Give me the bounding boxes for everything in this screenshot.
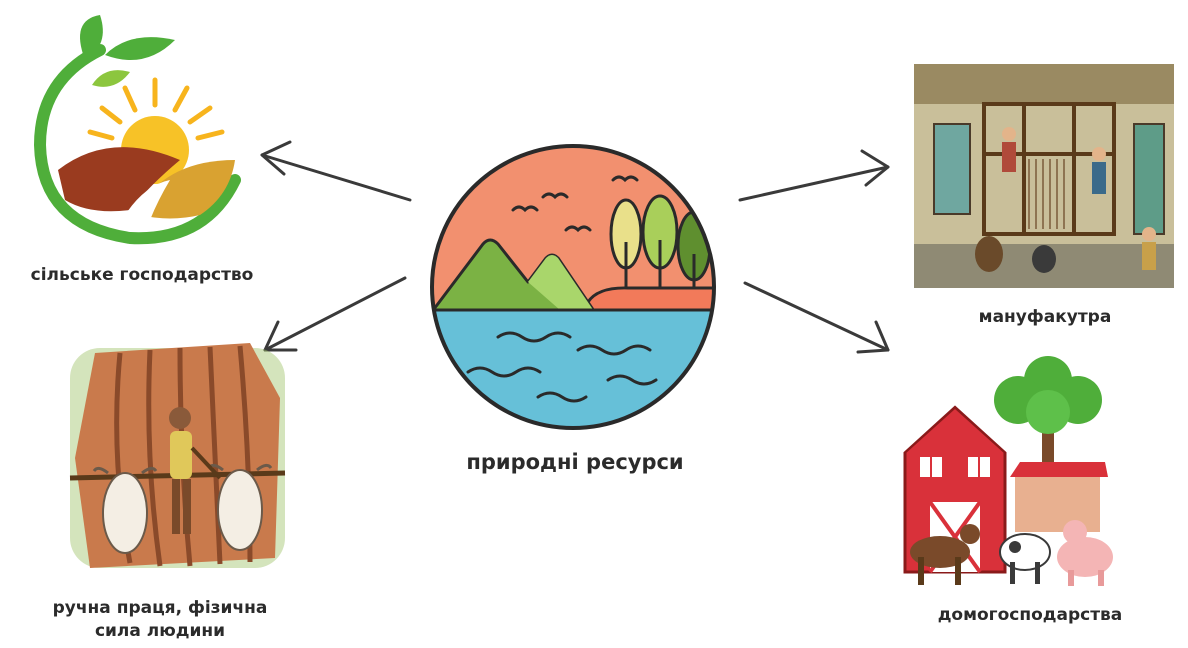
plowing-oxen-icon — [50, 338, 300, 578]
arrow-to-household — [745, 283, 888, 352]
manufactory-workshop-icon — [914, 64, 1174, 288]
manual-labor-label-line2: сила людини — [10, 620, 310, 643]
agriculture-logo-icon — [30, 10, 250, 250]
farm-barn-icon — [900, 352, 1125, 592]
arrow-to-agriculture — [262, 142, 410, 200]
arrow-to-manufactory — [740, 151, 888, 200]
manual-labor-label-line1: ручна праця, фізична — [10, 597, 310, 620]
household-label: домогосподарства — [905, 604, 1155, 627]
manual-labor-label: ручна праця, фізична сила людини — [10, 597, 310, 643]
agriculture-label: сільське господарство — [2, 264, 282, 287]
center-label: природні ресурси — [430, 448, 720, 476]
manufactory-label: мануфакутра — [930, 306, 1160, 329]
nature-landscape-icon — [428, 142, 718, 432]
